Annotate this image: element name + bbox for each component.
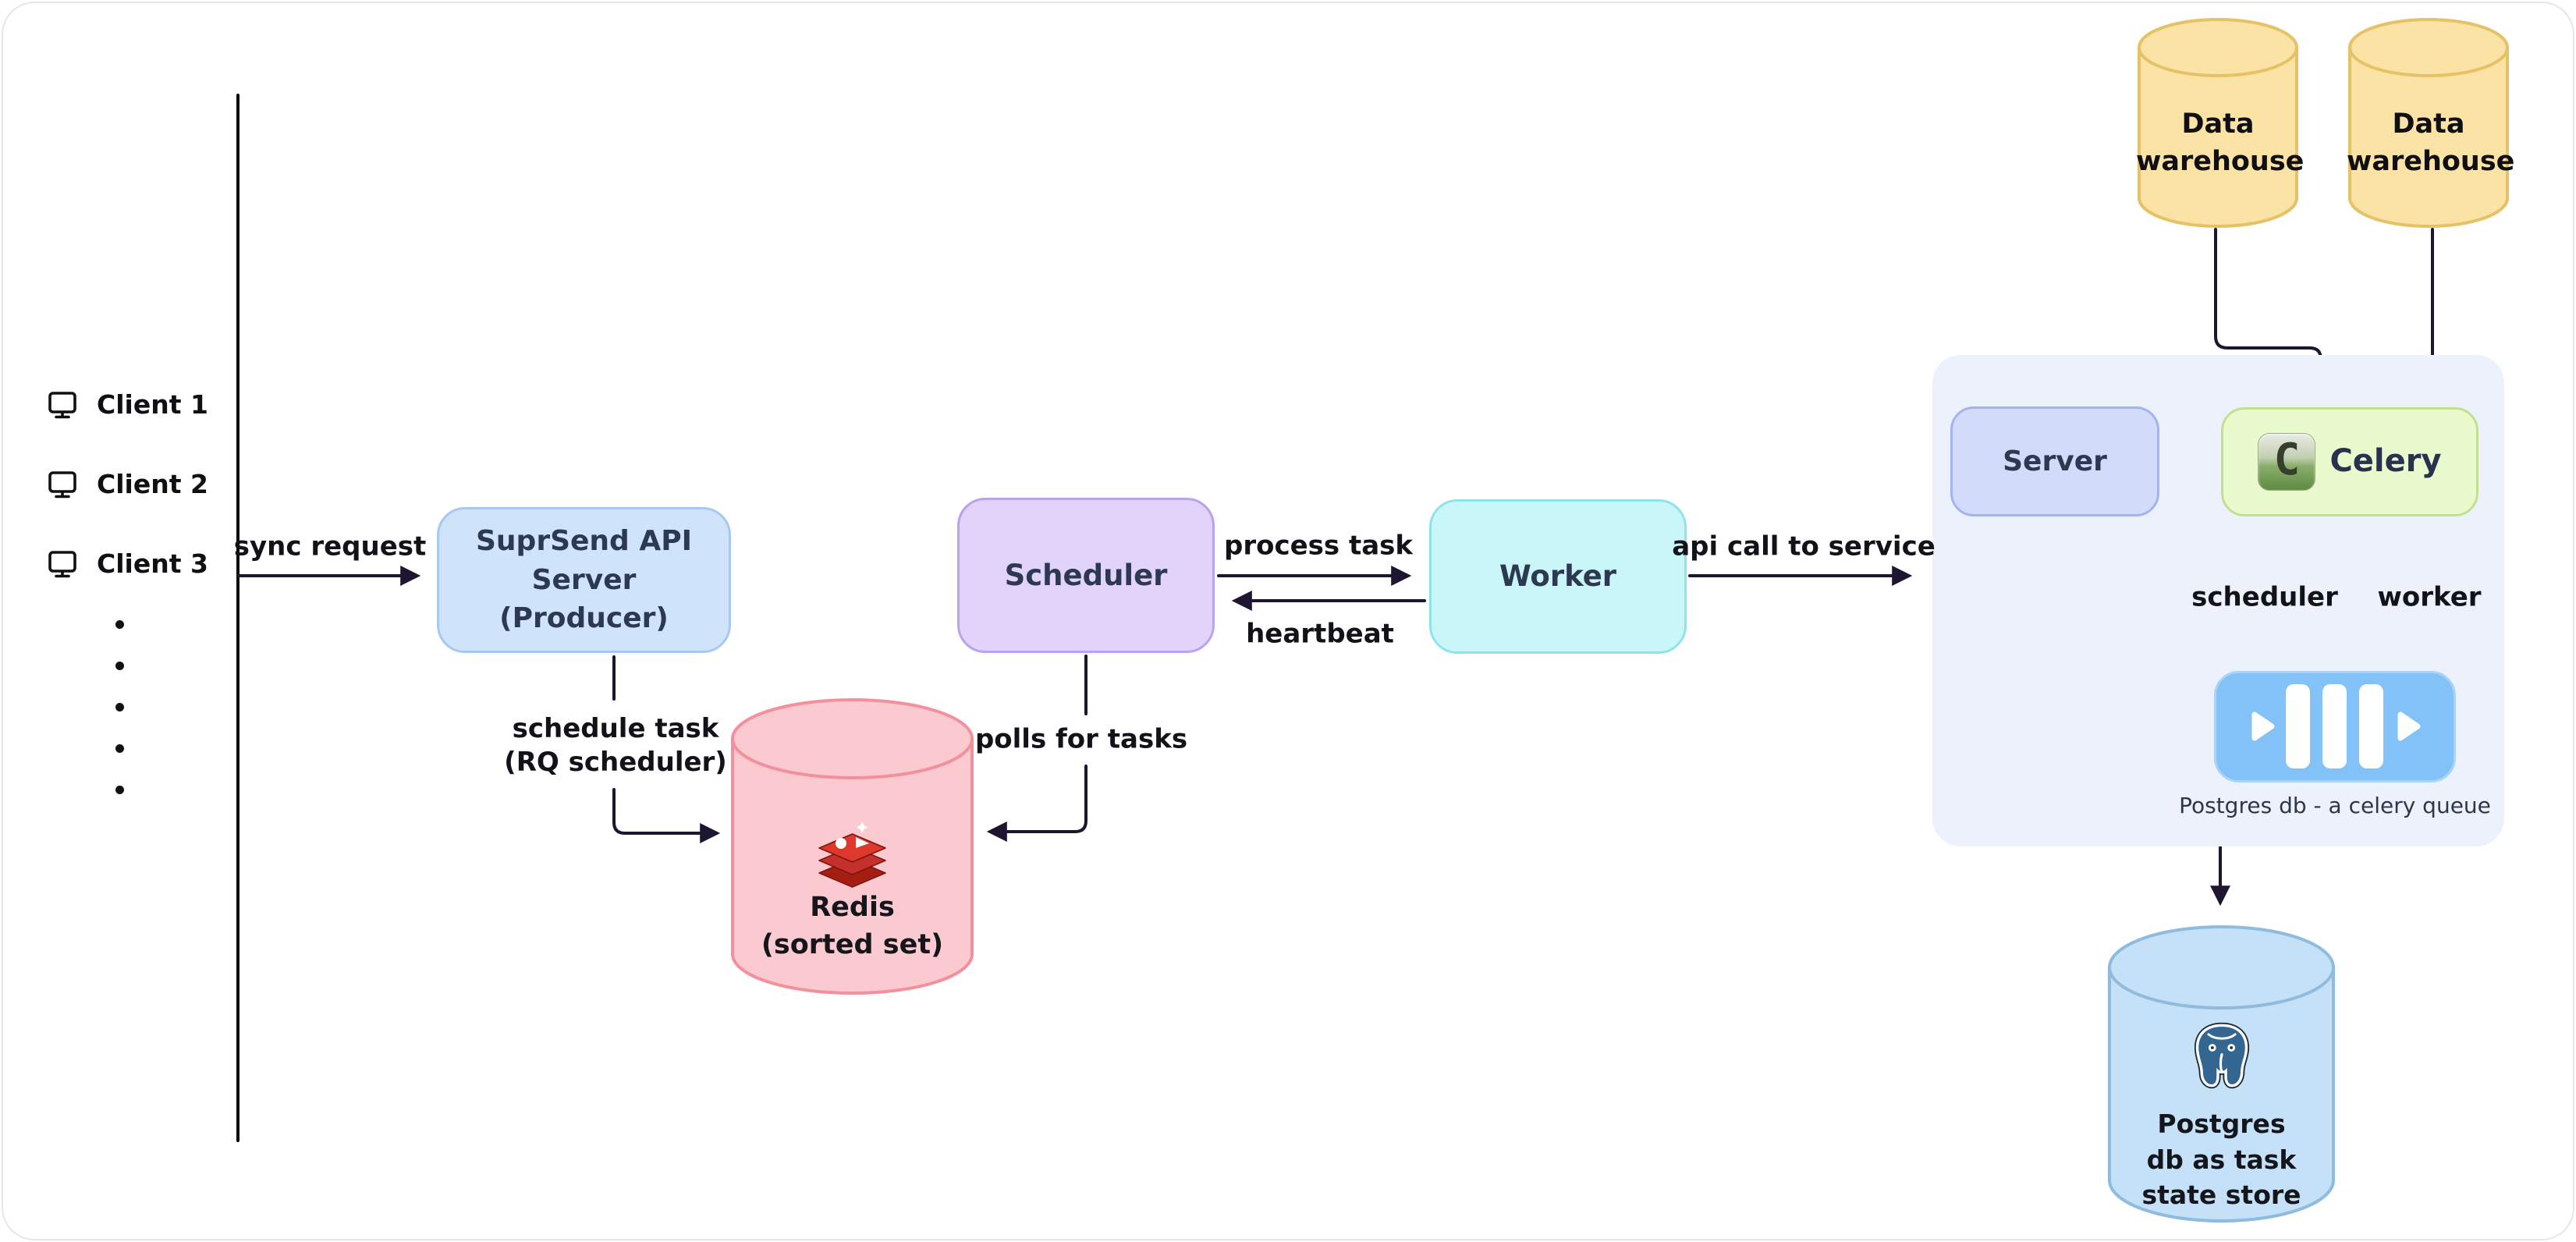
warehouse-left-label-line1: Data (2181, 108, 2255, 140)
redis-cylinder: Redis (sorted set) (729, 698, 975, 995)
api-call-label: api call to service (1672, 531, 1936, 562)
client-2-label: Client 2 (97, 468, 208, 499)
celery-logo-icon: C (2258, 433, 2316, 491)
postgres-label-line1: Postgres (2157, 1109, 2286, 1139)
warehouse-right-label-line1: Data (2392, 108, 2465, 140)
monitor-icon (48, 551, 76, 578)
schedule-task-line2: (RQ scheduler) (504, 747, 727, 778)
warehouse-left-label-line2: warehouse (2136, 146, 2305, 178)
scheduler-label: Scheduler (1004, 558, 1168, 592)
celery-worker-label: worker (2377, 581, 2482, 613)
postgres-cylinder: Postgres db as task state store (2106, 925, 2336, 1222)
queue-caption: Postgres db - a celery queue (2179, 793, 2491, 818)
redis-logo-icon (818, 821, 886, 888)
schedule-task-label: schedule task (RQ scheduler) (504, 712, 727, 779)
edge-schedule-task-lower (612, 788, 721, 843)
monitor-icon (48, 471, 76, 499)
redis-cylinder-shape (731, 698, 974, 995)
postgres-logo-icon (2194, 1022, 2250, 1089)
process-task-label: process task (1223, 530, 1414, 562)
ellipsis-dot (115, 703, 124, 711)
warehouse-right-label-line2: warehouse (2347, 146, 2515, 178)
celery-queue-icon (2214, 671, 2456, 782)
polls-for-tasks-label: polls for tasks (974, 723, 1188, 755)
postgres-label-line3: state store (2141, 1180, 2301, 1211)
suprsend-api-server-box: SuprSend API Server (Producer) (437, 507, 731, 653)
scheduler-box: Scheduler (957, 498, 1215, 653)
sync-request-label: sync request (233, 531, 427, 562)
ellipsis-dot (115, 786, 124, 794)
client-row-1: Client 1 (45, 387, 208, 421)
ellipsis-dot (115, 744, 124, 753)
celery-logo-letter: C (2273, 435, 2301, 485)
worker-box: Worker (1429, 499, 1687, 654)
worker-label: Worker (1499, 559, 1617, 594)
schedule-task-line1: schedule task (512, 713, 719, 745)
warehouse-cylinder-shape (2138, 18, 2298, 228)
heartbeat-label: heartbeat (1246, 618, 1394, 650)
redis-label-line1: Redis (810, 892, 895, 923)
suprsend-label-line2: (Producer) (499, 602, 669, 635)
data-warehouse-left-cylinder: Data warehouse (2136, 18, 2305, 228)
warehouse-cylinder-shape (2348, 18, 2509, 228)
client-1-label: Client 1 (97, 389, 208, 420)
ellipsis-dot (115, 620, 124, 629)
edge-polls-lower (986, 765, 1088, 842)
server-box: Server (1950, 406, 2159, 516)
client-row-3: Client 3 (45, 546, 208, 580)
data-warehouse-right-cylinder: Data warehouse (2347, 18, 2515, 228)
celery-label: Celery (2329, 443, 2442, 480)
server-label: Server (2003, 445, 2107, 477)
client-3-label: Client 3 (97, 548, 208, 579)
queue-icon (2214, 671, 2456, 782)
edge-warehouse-left-to-celery (2214, 228, 2331, 401)
client-row-2: Client 2 (45, 467, 208, 501)
ellipsis-dot (115, 662, 124, 670)
celery-box: C Celery (2221, 407, 2478, 516)
celery-scheduler-label: scheduler (2191, 581, 2338, 613)
monitor-icon (48, 392, 76, 419)
redis-label-line2: (sorted set) (761, 929, 944, 961)
suprsend-label-line1: SuprSend API Server (476, 524, 692, 596)
postgres-label-line2: db as task (2146, 1144, 2297, 1175)
